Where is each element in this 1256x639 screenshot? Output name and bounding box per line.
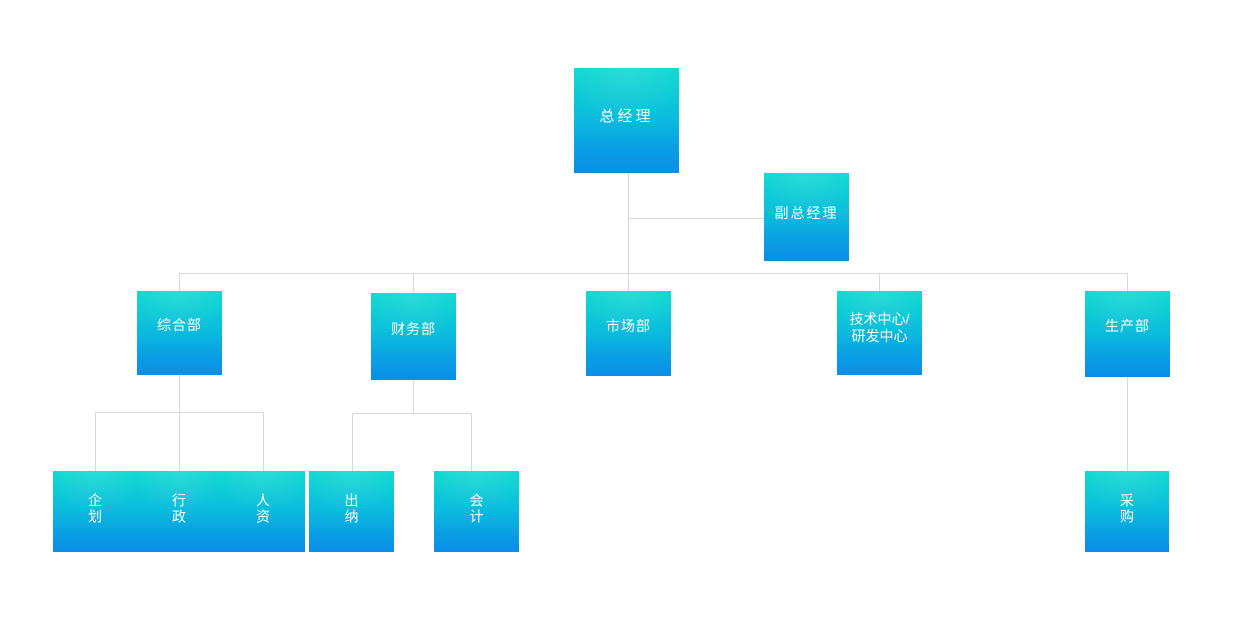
connector-drop-planning xyxy=(95,412,96,471)
connector-gm-trunk xyxy=(628,173,629,274)
connector-drop-general xyxy=(179,273,180,291)
connector-drop-tech xyxy=(879,273,880,291)
node-technology-rd-center[interactable]: 技术中心/ 研发中心 xyxy=(837,291,922,375)
connector-drop-production xyxy=(1127,273,1128,291)
connector-production-to-procurement xyxy=(1127,377,1128,471)
node-administration-team[interactable]: 行政 xyxy=(137,471,221,552)
node-finance-department[interactable]: 财务部 xyxy=(371,293,456,380)
node-deputy-general-manager[interactable]: 副总经理 xyxy=(764,173,849,261)
connector-drop-cashier xyxy=(352,413,353,471)
connector-finance-bus xyxy=(352,413,472,414)
node-label: 采购 xyxy=(1119,492,1135,525)
node-procurement-team[interactable]: 采购 xyxy=(1085,471,1169,552)
connector-drop-marketing xyxy=(628,273,629,291)
node-label: 人资 xyxy=(255,492,271,525)
connector-finance-trunk xyxy=(413,380,414,413)
node-label: 出纳 xyxy=(343,492,360,525)
node-production-department[interactable]: 生产部 xyxy=(1085,291,1170,377)
connector-drop-admin xyxy=(179,412,180,471)
connector-gm-to-deputy xyxy=(628,218,764,219)
node-general-affairs-department[interactable]: 综合部 xyxy=(137,291,222,375)
connector-drop-accounting xyxy=(471,413,472,471)
connector-drop-hr xyxy=(263,412,264,471)
node-cashier-team[interactable]: 出纳 xyxy=(309,471,394,552)
node-label: 会计 xyxy=(468,492,485,525)
node-label: 生产部 xyxy=(1105,318,1150,335)
node-label: 副总经理 xyxy=(774,205,839,222)
node-label: 总经理 xyxy=(599,108,654,126)
node-label: 综合部 xyxy=(157,317,202,334)
node-label: 财务部 xyxy=(391,320,436,337)
node-general-manager[interactable]: 总经理 xyxy=(574,68,679,173)
node-label: 市场部 xyxy=(606,317,651,334)
connector-level2-bus xyxy=(179,273,1128,274)
connector-drop-finance xyxy=(413,273,414,293)
node-accounting-team[interactable]: 会计 xyxy=(434,471,519,552)
node-label: 企划 xyxy=(87,492,103,525)
node-marketing-department[interactable]: 市场部 xyxy=(586,291,671,376)
node-planning-team[interactable]: 企划 xyxy=(53,471,137,552)
connector-general-trunk xyxy=(179,374,180,412)
node-human-resources-team[interactable]: 人资 xyxy=(221,471,305,552)
node-label: 行政 xyxy=(171,492,187,525)
node-label: 技术中心/ 研发中心 xyxy=(849,310,910,344)
